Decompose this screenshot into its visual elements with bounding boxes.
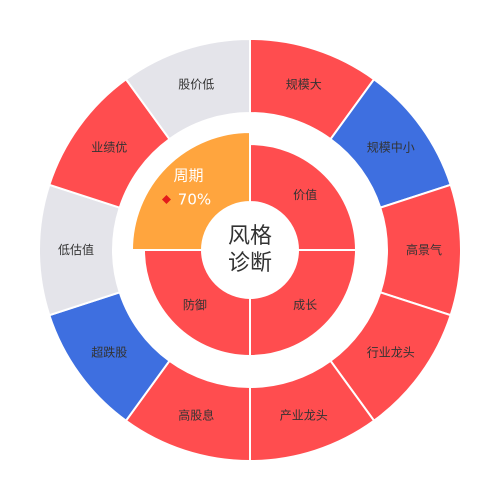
inner-ring-label: 防御 [183,297,207,312]
chart-center: 风格 诊断 [228,224,272,276]
center-title-line-2: 诊断 [228,251,272,276]
inner-ring-segment[interactable] [142,249,251,358]
outer-ring-label: 股价低 [178,78,214,92]
inner-ring-segment[interactable] [130,130,251,251]
highlight-percent: 70% [178,190,211,208]
outer-ring-label: 行业龙头 [367,345,415,359]
inner-ring-label: 周期 [173,166,203,184]
inner-ring-label: 价值 [293,187,317,202]
outer-ring-label: 超跌股 [91,344,127,359]
outer-ring-label: 产业龙头 [280,408,328,422]
inner-ring-segment[interactable] [249,142,358,251]
highlight-diamond-icon [161,194,171,204]
inner-ring-segment[interactable] [249,249,358,358]
outer-ring-label: 规模中小 [367,140,415,155]
outer-ring-label: 高股息 [178,407,214,422]
outer-ring-label: 规模大 [286,77,322,92]
outer-ring-label: 业绩优 [91,141,127,155]
outer-ring-segment[interactable] [124,37,251,141]
center-title-line-1: 风格 [228,224,272,249]
outer-ring-label: 低估值 [58,242,94,257]
outer-ring-label: 高景气 [406,242,442,257]
inner-ring-label: 成长 [293,298,317,312]
